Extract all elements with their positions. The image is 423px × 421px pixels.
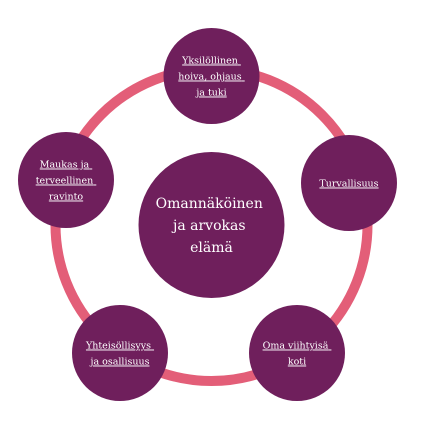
- node-label-line: terveellinen: [36, 176, 94, 187]
- node-label: Yksilöllinen hoiva, ohjaus ja tuki: [178, 56, 244, 99]
- center-node: Omannäköinen ja arvokas elämä: [138, 152, 285, 298]
- node-label: Turvallisuus: [319, 179, 378, 190]
- center-label-line: elämä: [190, 240, 233, 256]
- node-label-line: hoiva, ohjaus: [178, 72, 242, 83]
- node-label-line: ja osallisuus: [90, 357, 150, 368]
- center-circle: [138, 152, 285, 298]
- center-label-line: ja arvokas: [171, 218, 246, 234]
- node-circle: [72, 305, 168, 401]
- node-circle: [18, 132, 114, 228]
- node-circle: [301, 135, 397, 231]
- node-nutrition: Maukas ja terveellinen ravinto: [18, 132, 114, 228]
- node-circle: [249, 305, 345, 401]
- node-label-line: ja tuki: [195, 88, 226, 99]
- node-individual-care: Yksilöllinen hoiva, ohjaus ja tuki: [163, 28, 260, 124]
- node-circle: [163, 28, 260, 124]
- node-label-line: Oma viihtyisä: [263, 341, 329, 352]
- center-label: Omannäköinen ja arvokas elämä: [156, 196, 268, 256]
- node-label-line: koti: [288, 357, 306, 368]
- node-label-line: Maukas ja: [40, 160, 90, 171]
- node-safety: Turvallisuus: [301, 135, 397, 231]
- node-label-line: ravinto: [49, 192, 84, 203]
- node-label: Oma viihtyisä koti: [263, 341, 332, 368]
- node-label-line: Yhteisöllisyys: [85, 341, 151, 352]
- node-home: Oma viihtyisä koti: [249, 305, 345, 401]
- node-label-line: Yksilöllinen: [181, 56, 238, 67]
- node-label: Maukas ja terveellinen ravinto: [36, 160, 97, 203]
- node-community: Yhteisöllisyys ja osallisuus: [72, 305, 168, 401]
- node-label-line: Turvallisuus: [319, 179, 378, 190]
- node-label: Yhteisöllisyys ja osallisuus: [85, 341, 154, 368]
- center-label-line: Omannäköinen: [156, 196, 263, 212]
